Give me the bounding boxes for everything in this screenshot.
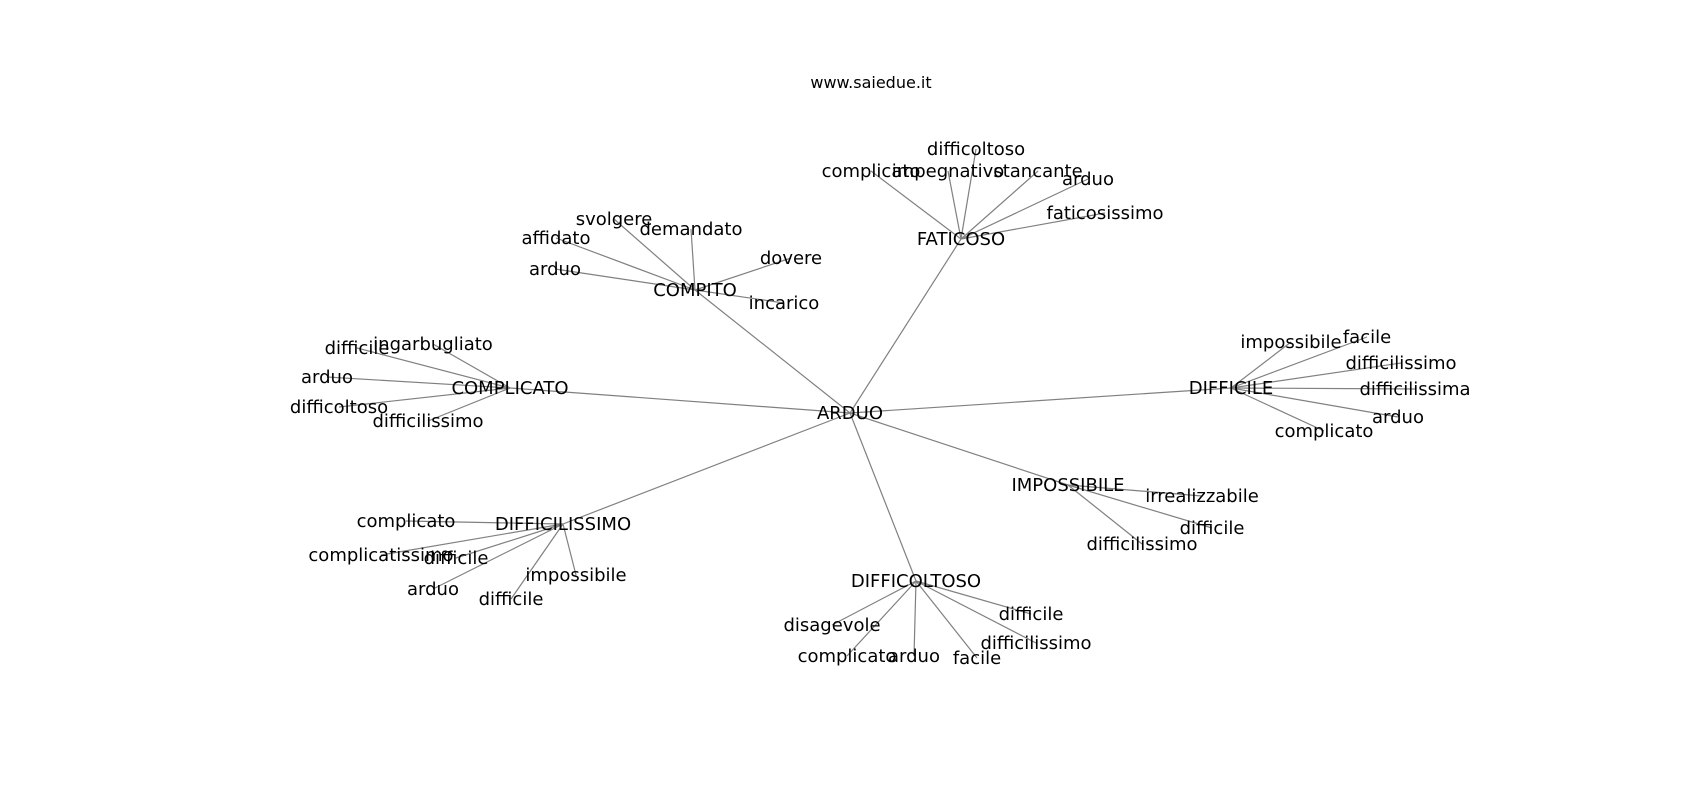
hub-node-label: DIFFICILISSIMO: [495, 514, 631, 535]
leaf-node-label: demandato: [640, 219, 743, 240]
edge-compito-svolgere: [613, 218, 696, 291]
edge-difficile-complicato: [1230, 387, 1325, 432]
leaf-node-label: difficilissima: [1359, 379, 1470, 400]
leaf-node-label: complicato: [357, 511, 456, 532]
edge-difficile-impossibile: [1230, 341, 1292, 389]
leaf-node-label: arduo: [407, 579, 459, 600]
edge-difficoltoso-arduo: [913, 580, 917, 657]
leaf-node-label: stancante: [993, 161, 1082, 182]
leaf-node-label: disagevole: [783, 615, 880, 636]
leaf-node-label: difficile: [325, 338, 390, 359]
edge-difficile-difficilissimo: [1230, 362, 1402, 389]
leaf-node-label: arduo: [1062, 169, 1114, 190]
hub-node-label: COMPLICATO: [451, 378, 568, 399]
leaf-node-label: difficile: [1180, 518, 1245, 539]
leaf-node-label: dovere: [760, 248, 822, 269]
edge-compito-arduo: [554, 268, 696, 291]
edge-difficoltoso-complicato: [846, 580, 917, 657]
edge-compito-dovere: [694, 257, 792, 291]
leaf-node-label: arduo: [529, 259, 581, 280]
edge-complicato-difficilissimo: [427, 387, 511, 422]
edge-difficilissimo-difficile: [455, 523, 564, 559]
leaf-node-label: difficile: [999, 604, 1064, 625]
edge-faticoso-arduo: [960, 178, 1089, 240]
leaf-node-label: arduo: [888, 646, 940, 667]
leaf-node-label: facile: [953, 648, 1001, 669]
leaf-node-label: complicato: [798, 646, 897, 667]
edge-impossibile-difficile: [1067, 484, 1213, 529]
leaf-node-label: impossibile: [525, 565, 626, 586]
leaf-node-label: impegnativo: [892, 161, 1005, 182]
edge-root-faticoso: [849, 238, 962, 414]
edge-difficilissimo-impossibile: [562, 523, 577, 576]
edge-root-complicato: [509, 387, 851, 414]
edge-impossibile-irrealizzabile: [1067, 484, 1203, 497]
edge-complicato-arduo: [326, 376, 511, 389]
edge-difficilissimo-arduo: [432, 523, 564, 590]
edge-difficoltoso-disagevole: [831, 580, 917, 626]
edge-impossibile-difficilissimo: [1067, 484, 1143, 545]
leaf-node-label: ingarbugliato: [373, 334, 493, 355]
edge-difficile-arduo: [1230, 387, 1399, 418]
edge-difficoltoso-facile: [915, 580, 978, 659]
edge-root-difficoltoso: [849, 412, 917, 582]
edge-faticoso-impegnativo: [947, 170, 962, 240]
edge-faticoso-stancante: [960, 170, 1039, 240]
edge-complicato-difficoltoso: [338, 387, 511, 408]
leaf-node-label: difficile: [424, 548, 489, 569]
hub-node-label: IMPOSSIBILE: [1011, 475, 1124, 496]
leaf-node-label: difficoltoso: [927, 139, 1025, 160]
edge-complicato-difficile: [356, 347, 511, 389]
leaf-node-label: complicatissimo: [308, 545, 453, 566]
edge-difficilissimo-difficile: [510, 523, 564, 600]
leaf-node-label: complicato: [822, 161, 921, 182]
edge-difficoltoso-difficilissimo: [915, 580, 1037, 644]
edge-compito-affidato: [555, 237, 696, 291]
leaf-node-label: difficile: [479, 589, 544, 610]
leaf-node-label: affidato: [522, 228, 591, 249]
hub-node-label: DIFFICOLTOSO: [851, 571, 981, 592]
leaf-node-label: facile: [1343, 327, 1391, 348]
leaf-node-label: difficilissimo: [1086, 534, 1197, 555]
edge-faticoso-complicato: [870, 170, 962, 240]
root-node-label: ARDUO: [817, 403, 883, 424]
leaf-node-label: arduo: [301, 367, 353, 388]
site-label: www.saiedue.it: [810, 73, 931, 92]
edge-root-impossibile: [849, 412, 1069, 486]
leaf-node-label: impossibile: [1240, 332, 1341, 353]
graph-edges: [326, 148, 1416, 659]
leaf-node-label: irrealizzabile: [1145, 486, 1259, 507]
leaf-node-label: difficilissimo: [1345, 353, 1456, 374]
leaf-node-label: complicato: [1275, 421, 1374, 442]
leaf-node-label: svolgere: [576, 209, 653, 230]
edge-difficilissimo-complicatissimo: [380, 523, 564, 556]
leaf-node-label: incarico: [749, 293, 820, 314]
edge-complicato-ingarbugliato: [432, 343, 511, 389]
edge-compito-incarico: [694, 289, 785, 304]
leaf-node-label: arduo: [1372, 407, 1424, 428]
leaf-node-label: difficilissimo: [372, 411, 483, 432]
edge-compito-demandato: [690, 228, 696, 291]
edge-root-compito: [694, 289, 851, 414]
hub-node-label: FATICOSO: [917, 229, 1005, 250]
edge-difficoltoso-difficile: [915, 580, 1032, 615]
leaf-node-label: difficilissimo: [980, 633, 1091, 654]
edge-faticoso-difficoltoso: [960, 148, 977, 240]
hub-node-label: DIFFICILE: [1189, 378, 1273, 399]
leaf-node-label: faticosissimo: [1046, 203, 1163, 224]
edge-root-difficile: [849, 387, 1232, 414]
edge-faticoso-faticosissimo: [960, 212, 1106, 240]
edge-difficile-difficilissima: [1230, 387, 1416, 390]
edge-root-difficilissimo: [562, 412, 851, 525]
hub-node-label: COMPITO: [653, 280, 737, 301]
edge-difficile-facile: [1230, 336, 1368, 389]
edge-difficilissimo-complicato: [405, 520, 564, 525]
leaf-node-label: difficoltoso: [290, 397, 388, 418]
